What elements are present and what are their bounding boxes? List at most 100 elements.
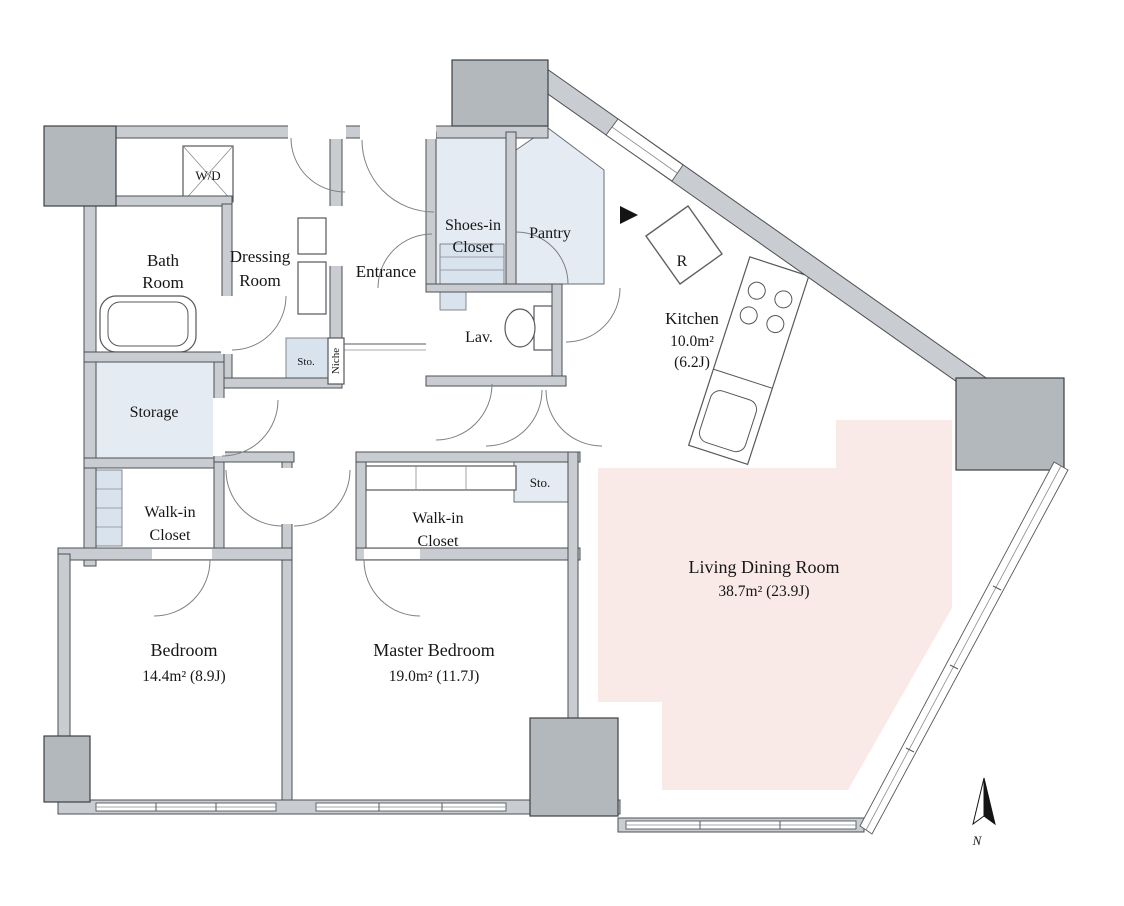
door-arc-master-bedroom	[293, 469, 351, 527]
walkin-left-label-line2: Closet	[150, 527, 191, 544]
pantry-label: Pantry	[529, 225, 571, 242]
pillar-bottom-center	[529, 717, 619, 817]
stove-burner	[774, 290, 793, 309]
compass-needle-dark	[983, 777, 996, 826]
pillar-top-left	[43, 125, 117, 207]
bath-label-line2: Room	[142, 273, 184, 292]
living-dining-floor-tint	[598, 420, 952, 790]
window-mullion	[949, 664, 959, 670]
room-labels: W/D Bath Room Dressing Room Entrance Sho…	[130, 168, 840, 685]
lavatory-shelf	[439, 291, 467, 311]
shoes-closet-label-line2: Closet	[453, 239, 494, 256]
living-dining-label: Living Dining Room	[688, 557, 839, 577]
wall-storage-top	[83, 351, 225, 363]
counter-divider	[713, 368, 773, 389]
washer-hatch	[182, 145, 234, 203]
bathtub	[99, 295, 197, 353]
entry-arrow-marker	[620, 206, 638, 224]
center-storage-label: Sto.	[530, 475, 551, 490]
bath-label-line1: Bath	[147, 251, 180, 270]
windows	[95, 118, 1069, 835]
dressing-label-line2: Room	[239, 271, 281, 290]
refrigerator-bay	[645, 205, 723, 285]
dressing-vanity	[297, 217, 327, 255]
niche-label: Niche	[330, 348, 342, 374]
window-glass-line	[865, 465, 1062, 831]
bedroom-label: Bedroom	[151, 640, 218, 660]
kitchen-counter-group	[687, 256, 810, 466]
wall-lav-top	[425, 283, 563, 293]
wall-lav-bottom	[425, 375, 567, 387]
compass-needle-light	[972, 777, 985, 826]
storage-room-floor	[95, 361, 215, 459]
door-arc-lavatory	[435, 383, 493, 441]
hall-storage-label: Sto.	[297, 356, 315, 368]
opening-storage	[213, 398, 225, 456]
window-glass-line	[611, 126, 678, 174]
wall-walkin-center-left	[355, 461, 367, 559]
stove-burner	[739, 306, 758, 325]
kitchen-label: Kitchen	[665, 309, 719, 328]
living-dining-area: 38.7m² (23.9J)	[718, 583, 809, 600]
door-arc-pantry	[515, 231, 569, 285]
stove-burner	[766, 315, 785, 334]
window-living-diagonal	[859, 461, 1069, 835]
entrance-label: Entrance	[356, 262, 416, 281]
toilet-bowl	[504, 308, 536, 348]
opening-dressing	[329, 206, 343, 266]
master-bedroom-label: Master Bedroom	[373, 640, 494, 660]
kitchen-counter	[687, 256, 810, 466]
wall-lav-right	[551, 283, 563, 385]
wall-storage-bottom	[83, 457, 225, 469]
shoes-closet-label-line1: Shoes-in	[445, 217, 501, 234]
walkin-center-hanger	[365, 465, 517, 491]
stove-burner	[747, 281, 766, 300]
door-arc-walkin-left	[153, 559, 211, 617]
pillar-bottom-left	[43, 735, 91, 803]
pantry-floor	[515, 127, 605, 285]
door-arc-walkin-center	[363, 559, 421, 617]
wd-label: W/D	[195, 168, 220, 183]
walkin-center-label-line1: Walk-in	[412, 510, 463, 527]
pillar-top-center	[451, 59, 549, 127]
walkin-center-label-line2: Closet	[418, 533, 459, 550]
wall-closet-top	[355, 451, 581, 463]
lavatory-label: Lav.	[465, 329, 493, 346]
dressing-label-line1: Dressing	[230, 247, 291, 266]
kitchen-area: 10.0m²	[670, 333, 714, 350]
opening-walkin-left	[152, 549, 212, 559]
bedroom-area: 14.4m² (8.9J)	[142, 668, 225, 685]
pillar-right	[955, 377, 1065, 471]
compass: N	[972, 777, 996, 848]
door-openings	[152, 125, 436, 559]
wall-dressing-bottom	[221, 377, 343, 389]
niche-box	[327, 337, 345, 385]
opening-walkin-center	[364, 549, 420, 559]
door-arc-kitchen	[565, 287, 621, 343]
walkin-left-label-line1: Walk-in	[144, 504, 195, 521]
opening-bath	[221, 296, 233, 354]
wall-shoes-pantry	[505, 131, 517, 289]
door-arc-entry	[361, 139, 435, 213]
door-arc-storage	[221, 399, 279, 457]
opening-dressing-top	[288, 125, 346, 139]
north-label: N	[972, 833, 983, 848]
kitchen-tatami: (6.2J)	[674, 354, 710, 371]
storage-label: Storage	[130, 404, 179, 421]
wall-left-upper	[83, 197, 97, 567]
window-mullion	[992, 585, 1002, 591]
toilet-tank	[533, 305, 553, 351]
wall-hall-bottom-left	[213, 451, 295, 463]
window-mullion	[905, 747, 915, 753]
door-arc-bedroom	[225, 469, 283, 527]
door-arc-bath	[231, 295, 287, 351]
door-arc-dressing-top	[290, 137, 346, 193]
hall-storage-floor	[285, 337, 329, 385]
refrigerator-label: R	[677, 253, 688, 270]
bathtub-inner	[107, 301, 189, 347]
master-bedroom-area: 19.0m² (11.7J)	[389, 668, 480, 685]
door-arcs	[153, 137, 621, 617]
opening-bedroom	[281, 468, 293, 524]
